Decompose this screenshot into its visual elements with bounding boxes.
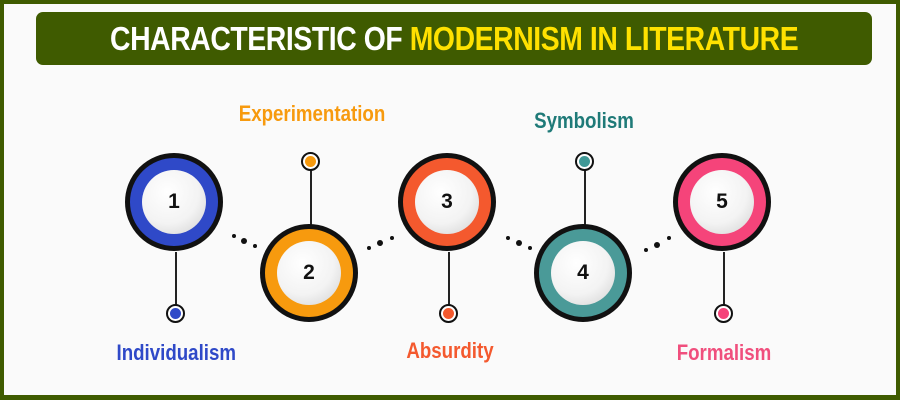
step-2-label: Experimentation <box>238 101 386 126</box>
step-3-pin-icon <box>439 304 458 323</box>
step-3-label: Absurdity <box>406 338 494 363</box>
step-4-circle: 4 <box>534 224 632 322</box>
step-3-number: 3 <box>441 190 453 213</box>
step-4-number: 4 <box>577 261 589 284</box>
step-1-label: Individualism <box>116 340 237 365</box>
step-4-label: Symbolism <box>534 108 634 133</box>
title-part-white: CHARACTERISTIC OF <box>109 19 403 57</box>
step-1-circle: 1 <box>125 153 223 251</box>
title-part-yellow: MODERNISM IN LITERATURE <box>409 19 799 57</box>
step-5-label: Formalism <box>676 340 772 365</box>
step-1-number: 1 <box>168 190 180 213</box>
step-1-pin-icon <box>166 304 185 323</box>
infographic-frame: CHARACTERISTIC OF MODERNISM IN LITERATUR… <box>4 4 896 395</box>
step-5-circle: 5 <box>673 153 771 251</box>
step-2-pin-icon <box>301 152 320 171</box>
title-banner: CHARACTERISTIC OF MODERNISM IN LITERATUR… <box>36 12 872 65</box>
step-4-pin-icon <box>575 152 594 171</box>
step-5-pin-icon <box>714 304 733 323</box>
step-3-circle: 3 <box>398 153 496 251</box>
step-2-circle: 2 <box>260 224 358 322</box>
step-2-number: 2 <box>303 261 315 284</box>
page-title: CHARACTERISTIC OF MODERNISM IN LITERATUR… <box>109 19 799 58</box>
step-5-number: 5 <box>716 190 728 213</box>
